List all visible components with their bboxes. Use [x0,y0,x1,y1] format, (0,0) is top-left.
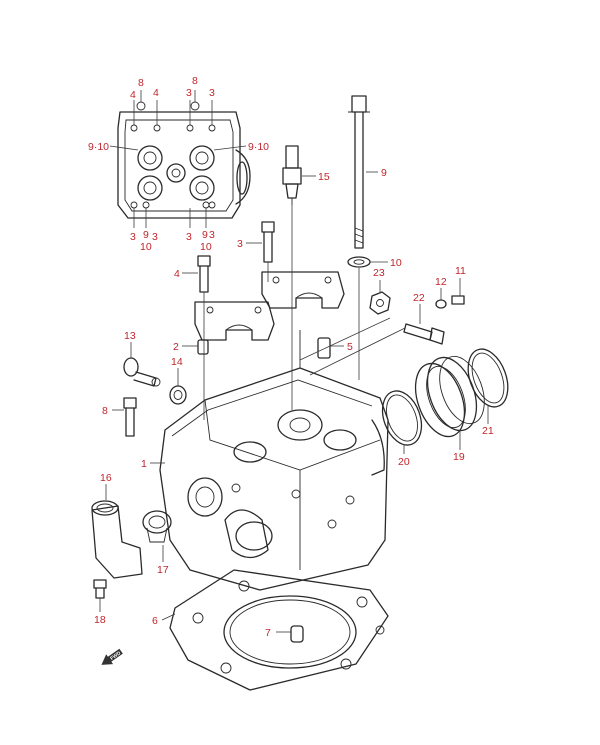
label-part-13: 13 [124,330,136,342]
part-14-washer [169,385,187,405]
label-inset-4b: 4 [153,87,159,99]
label-part-7: 7 [265,627,271,639]
part-15-spark-plug [282,145,302,205]
label-part-9: 9 [381,167,387,179]
assembly-guide-lines [203,205,406,420]
label-inset-10b: 10 [200,241,212,253]
part-16-water-union [91,500,143,579]
part-leader-lines [99,171,489,633]
part-6-head-gasket [169,569,389,691]
label-part-6: 6 [152,615,158,627]
label-inset-910-left: 9·10 [88,141,109,153]
part-10-washer [347,256,371,268]
part-11-screw [451,295,465,305]
label-inset-8a: 8 [138,77,144,89]
label-inset-3d: 3 [152,231,158,243]
label-part-11: 11 [455,265,466,277]
label-inset-3b: 3 [209,87,215,99]
part-21-clamp [467,348,509,408]
part-20-clamp [381,390,423,446]
label-inset-4a: 4 [130,89,136,101]
inset-leader-lines [109,90,247,228]
label-inset-3c: 3 [130,231,136,243]
camshaft-holder-right [261,271,345,309]
part-9-head-bolt [348,95,370,249]
inset-head-top-view [117,101,251,219]
part-17-thermostat [142,510,172,543]
label-part-22: 22 [413,292,425,304]
label-part-3: 3 [237,238,243,250]
part-23-nut [369,291,391,315]
label-part-10: 10 [390,257,402,269]
part-18-bolt [93,579,107,599]
label-part-21: 21 [482,425,494,437]
label-part-12: 12 [435,276,447,288]
part-19-intake-pipe [414,355,485,438]
label-inset-9b: 9 [202,229,208,241]
label-part-4: 4 [174,268,180,280]
part-2-dowel [197,339,209,355]
part-8-bolt [123,397,137,437]
label-inset-910-right: 9·10 [248,141,269,153]
part-22-bolt [403,323,445,345]
part-12-washer [435,299,447,309]
label-inset-3a: 3 [186,87,192,99]
part-7-dowel [290,625,304,643]
fwd-label: FWD [109,650,122,662]
part-1-cylinder-head [159,330,389,591]
fwd-arrow-icon: FWD [101,648,123,665]
label-part-14: 14 [171,356,183,368]
label-part-1: 1 [141,458,147,470]
label-part-20: 20 [398,456,410,468]
part-4-bolt [197,255,211,293]
label-part-2: 2 [173,341,179,353]
part-number-labels: 8 8 4 4 3 3 9·10 9·10 3 9 3 10 3 9 3 10 … [88,75,494,639]
label-part-8: 8 [102,405,108,417]
label-inset-3f: 3 [209,229,215,241]
part-3-bolt [261,221,275,263]
label-part-23: 23 [373,267,385,279]
label-part-18: 18 [94,614,106,626]
label-part-17: 17 [157,564,169,576]
camshaft-holder-left [194,301,275,341]
label-inset-8b: 8 [192,75,198,87]
label-part-16: 16 [100,472,112,484]
label-part-5: 5 [347,341,353,353]
label-inset-3e: 3 [186,231,192,243]
label-inset-10a: 10 [140,241,152,253]
label-inset-9a: 9 [143,229,149,241]
label-part-15: 15 [318,171,330,183]
part-13-bolt [123,357,161,387]
part-5-dowel [317,337,331,359]
label-part-19: 19 [453,451,465,463]
